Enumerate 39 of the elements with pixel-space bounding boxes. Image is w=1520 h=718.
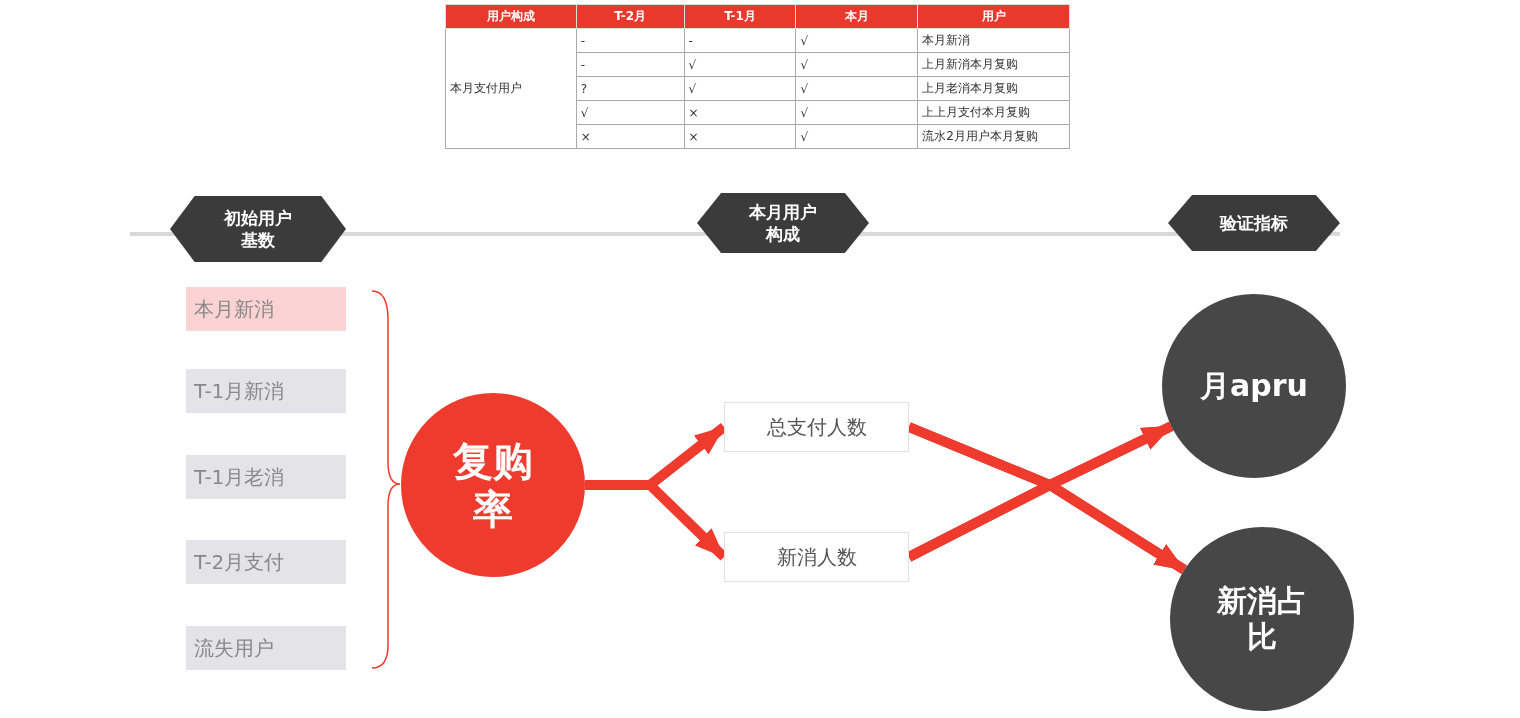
table-cell: √ bbox=[684, 76, 796, 101]
table-cell: - bbox=[576, 52, 685, 77]
table-cell: 上月老消本月复购 bbox=[917, 76, 1070, 101]
header-cell: T-1月 bbox=[684, 4, 796, 29]
header-cell: 本月 bbox=[795, 4, 918, 29]
hexagon-label: 本月用户构成 bbox=[697, 193, 869, 253]
hexagon-label: 初始用户基数 bbox=[170, 196, 346, 262]
metric-box: 总支付人数 bbox=[724, 402, 909, 452]
table-cell: - bbox=[576, 28, 685, 53]
metric-box: 新消人数 bbox=[724, 532, 909, 582]
table-cell: × bbox=[684, 124, 796, 149]
metric-circle: 复购率 bbox=[401, 393, 585, 577]
header-cell: 用户 bbox=[917, 4, 1070, 29]
category-box: T-2月支付 bbox=[186, 540, 346, 584]
table-cell: √ bbox=[795, 124, 918, 149]
table-cell: 本月支付用户 bbox=[445, 28, 577, 149]
table-cell: × bbox=[576, 124, 685, 149]
category-box: T-1月老消 bbox=[186, 455, 346, 499]
header-cell: 用户构成 bbox=[445, 4, 577, 29]
category-box: 流失用户 bbox=[186, 626, 346, 670]
table-cell: √ bbox=[795, 100, 918, 125]
table-cell: 本月新消 bbox=[917, 28, 1070, 53]
category-box: T-1月新消 bbox=[186, 369, 346, 413]
table-cell: √ bbox=[684, 52, 796, 77]
category-box: 本月新消 bbox=[186, 287, 346, 331]
table-cell: √ bbox=[795, 76, 918, 101]
table-cell: √ bbox=[795, 28, 918, 53]
table-cell: 流水2月用户本月复购 bbox=[917, 124, 1070, 149]
table-cell: 上上月支付本月复购 bbox=[917, 100, 1070, 125]
hexagon-label: 验证指标 bbox=[1168, 195, 1340, 251]
metric-circle: 新消占比 bbox=[1170, 527, 1354, 711]
table-cell: 上月新消本月复购 bbox=[917, 52, 1070, 77]
table-cell: - bbox=[684, 28, 796, 53]
table-cell: √ bbox=[795, 52, 918, 77]
table-cell: × bbox=[684, 100, 796, 125]
table-cell: √ bbox=[576, 100, 685, 125]
header-cell: T-2月 bbox=[576, 4, 685, 29]
table-cell: ? bbox=[576, 76, 685, 101]
metric-circle: 月apru bbox=[1162, 294, 1346, 478]
